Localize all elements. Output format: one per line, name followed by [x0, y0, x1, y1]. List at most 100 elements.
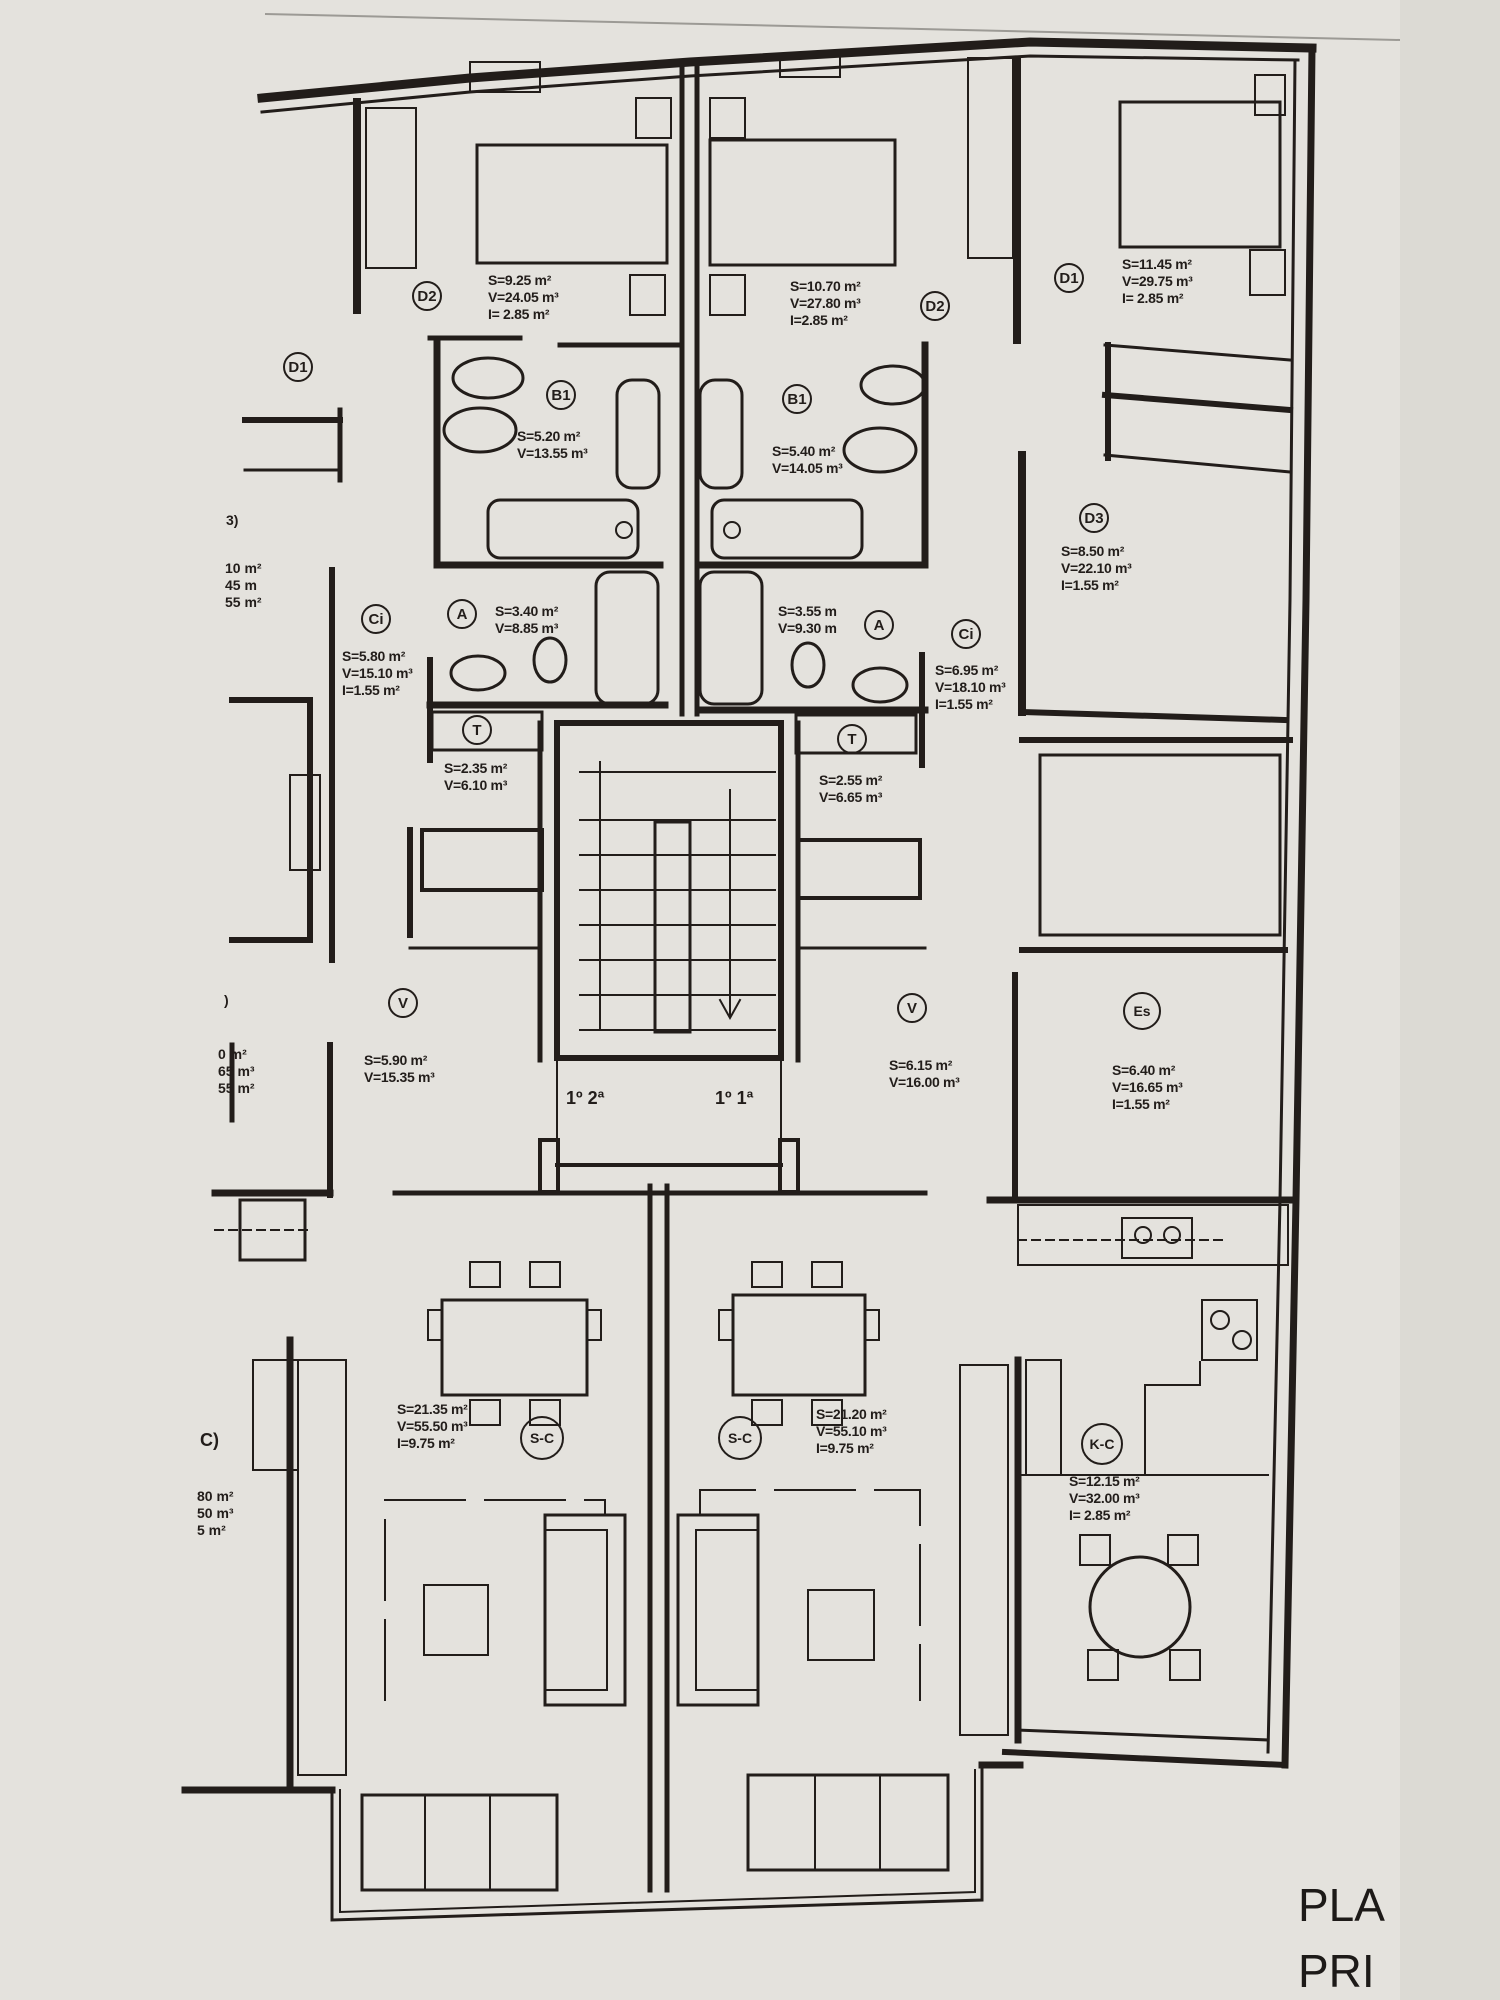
area: S=9.25 m² — [488, 272, 552, 288]
illumination: I= 2.85 m² — [1122, 290, 1184, 306]
volume: V=55.50 m³ — [397, 1418, 468, 1434]
unit-label-1-1: 1º 1ª — [715, 1088, 754, 1108]
area: S=3.55 m — [778, 603, 837, 619]
volume: V=29.75 m³ — [1122, 273, 1193, 289]
volume: 50 m³ — [197, 1505, 234, 1521]
room-tag-d3: D3 — [1079, 503, 1109, 533]
area: S=5.90 m² — [364, 1052, 428, 1068]
volume: V=8.85 m³ — [495, 620, 559, 636]
area: S=11.45 m² — [1122, 256, 1192, 272]
area: S=8.50 m² — [1061, 543, 1125, 559]
volume: V=15.35 m³ — [364, 1069, 435, 1085]
area: S=6.15 m² — [889, 1057, 953, 1073]
room-tag-kc: K-C — [1081, 1423, 1123, 1465]
room-tag-sc-neighbor-partial: C) — [200, 1430, 219, 1450]
balcony — [181, 1761, 1024, 1922]
volume: V=24.05 m³ — [488, 289, 559, 305]
room-tag-ci-left: Ci — [361, 604, 391, 634]
area: S=6.40 m² — [1112, 1062, 1176, 1078]
volume: V=32.00 m³ — [1069, 1490, 1140, 1506]
area: 10 m² — [225, 560, 262, 576]
area: 0 m² — [218, 1046, 247, 1062]
illumination: I=2.85 m² — [790, 312, 848, 328]
volume: V=13.55 m³ — [517, 445, 588, 461]
volume: V=22.10 m³ — [1061, 560, 1132, 576]
room-tag-d3-neighbor-partial: 3) — [226, 512, 239, 528]
volume: V=15.10 m³ — [342, 665, 413, 681]
illumination: I=1.55 m² — [1061, 577, 1119, 593]
volume: V=6.65 m³ — [819, 789, 883, 805]
illumination: I=1.55 m² — [1112, 1096, 1170, 1112]
area: S=21.35 m² — [397, 1401, 468, 1417]
area: S=5.20 m² — [517, 428, 581, 444]
exterior-wall-top — [257, 37, 1317, 114]
room-tag-a-right: A — [864, 610, 894, 640]
kitchen-fixtures — [1017, 1204, 1289, 1681]
area: S=6.95 m² — [935, 662, 999, 678]
volume: V=9.30 m — [778, 620, 837, 636]
volume: V=14.05 m³ — [772, 460, 843, 476]
volume: V=18.10 m³ — [935, 679, 1006, 695]
room-tag-a-left: A — [447, 599, 477, 629]
illumination: 5 m² — [197, 1522, 226, 1538]
volume: 65 m³ — [218, 1063, 255, 1079]
unit-label-1-2: 1º 2ª — [566, 1088, 605, 1108]
room-tag-sc-left: S-C — [520, 1416, 564, 1460]
plan-title-line-2: PRI — [1298, 1945, 1375, 1997]
illumination: I=1.55 m² — [342, 682, 400, 698]
illumination: 55 m² — [218, 1080, 255, 1096]
area: S=5.40 m² — [772, 443, 836, 459]
staircase — [537, 720, 801, 1194]
room-tag-d1-neighbor: D1 — [283, 352, 313, 382]
room-tag-t-left: T — [462, 715, 492, 745]
room-tag-d1: D1 — [1054, 263, 1084, 293]
area: S=10.70 m² — [790, 278, 861, 294]
room-tag-v-right: V — [897, 993, 927, 1023]
room-tag-sc-right: S-C — [718, 1416, 762, 1460]
volume: V=16.00 m³ — [889, 1074, 960, 1090]
room-tag-b1-left: B1 — [546, 380, 576, 410]
room-tag-d2-right: D2 — [920, 291, 950, 321]
plan-title: PLA PRI — [1298, 1878, 1385, 1998]
area: S=2.35 m² — [444, 760, 508, 776]
room-tag-es: Es — [1123, 992, 1161, 1030]
illumination: I= 2.85 m² — [488, 306, 550, 322]
exterior-wall-right — [1001, 44, 1316, 1769]
plan-title-line-1: PLA — [1298, 1879, 1385, 1931]
illumination: I=1.55 m² — [935, 696, 993, 712]
area: S=2.55 m² — [819, 772, 883, 788]
area: S=5.80 m² — [342, 648, 406, 664]
room-tag-d2-left: D2 — [412, 281, 442, 311]
illumination: I=9.75 m² — [397, 1435, 455, 1451]
illumination: 55 m² — [225, 594, 262, 610]
area: S=12.15 m² — [1069, 1473, 1140, 1489]
illumination: I= 2.85 m² — [1069, 1507, 1131, 1523]
paper-edge — [1400, 0, 1500, 2000]
area: S=3.40 m² — [495, 603, 559, 619]
volume: V=27.80 m³ — [790, 295, 861, 311]
volume: V=16.65 m³ — [1112, 1079, 1183, 1095]
area: 80 m² — [197, 1488, 234, 1504]
area: S=21.20 m² — [816, 1406, 887, 1422]
volume: V=55.10 m³ — [816, 1423, 887, 1439]
room-tag-ci-right: Ci — [951, 619, 981, 649]
